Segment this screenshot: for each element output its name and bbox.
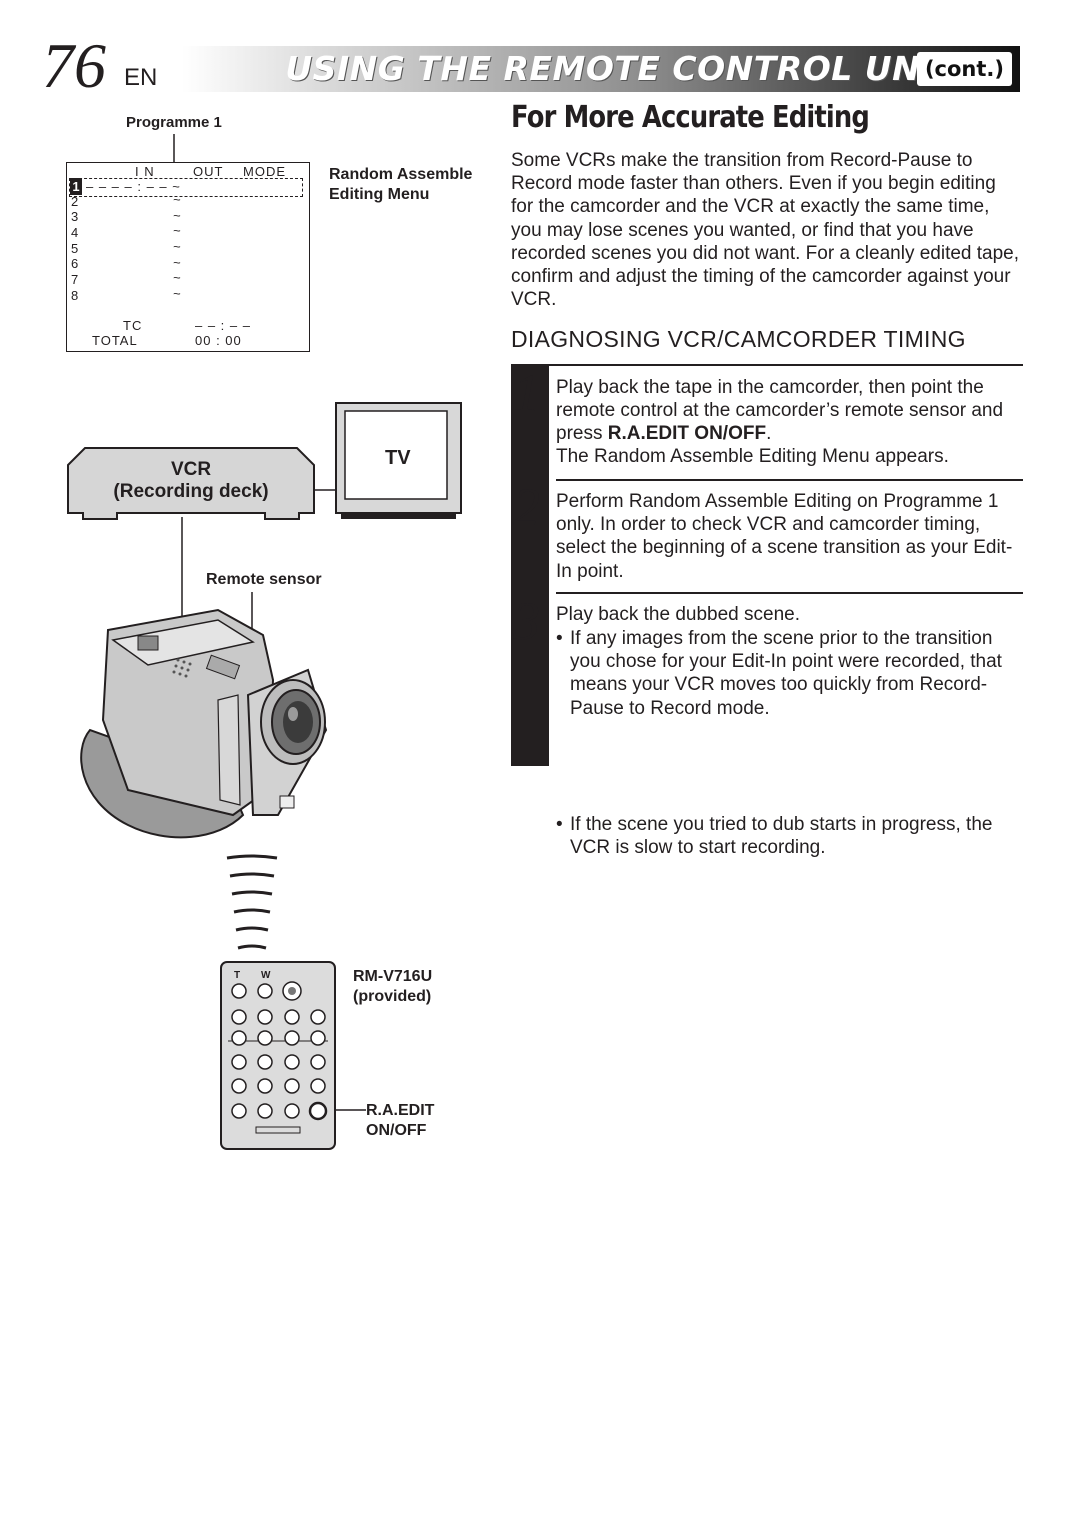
menu-row-number: 6: [71, 256, 79, 271]
random-assemble-editing-menu-screen: I N OUT MODE 1 – – – – : – – ~ 2 3 4 5 6…: [66, 162, 310, 352]
menu-tilde: ~: [173, 271, 181, 286]
step-3-text: Play back the dubbed scene.: [556, 604, 801, 625]
menu-row-number: 8: [71, 288, 79, 303]
step-3-bullet: If any images from the scene prior to th…: [556, 627, 1026, 720]
menu-tilde: ~: [173, 256, 181, 271]
subheading: DIAGNOSING VCR/CAMCORDER TIMING: [511, 326, 966, 352]
raedit-label-line2: ON/OFF: [366, 1122, 427, 1139]
steps-side-bar: [511, 366, 549, 766]
step-rule: [556, 592, 1023, 594]
remote-provided-label: (provided): [353, 988, 432, 1005]
remote-sensor-label: Remote sensor: [206, 571, 322, 588]
menu-tilde: ~: [173, 224, 181, 239]
section-heading: For More Accurate Editing: [511, 100, 870, 135]
menu-tc-value: – – : – –: [195, 318, 251, 333]
step-2-number: 2: [513, 477, 540, 537]
page-title-cont: (cont.): [916, 52, 1012, 86]
menu-tilde: ~: [173, 209, 181, 224]
tv-label: TV: [385, 447, 411, 469]
infrared-signal-waves: [226, 854, 278, 950]
menu-selected-row: 1 – – – – : – – ~: [69, 178, 303, 197]
raedit-button-reference: R.A.EDIT ON/OFF: [607, 423, 767, 445]
step-rule: [556, 479, 1023, 481]
subheading-rule: [511, 364, 1023, 366]
remote-button-label-w: W: [261, 970, 271, 981]
step-3-bullet: If the scene you tried to dub starts in …: [556, 813, 1026, 859]
programme-label: Programme 1: [126, 114, 222, 131]
menu-row1-values: – – – – : – – ~: [86, 179, 181, 194]
camcorder-illustration: [80, 608, 328, 839]
menu-total-label: TOTAL: [92, 333, 138, 348]
tv-set: TV: [335, 402, 462, 519]
menu-tc-label: TC: [123, 318, 143, 333]
menu-total-value: 00 : 00: [195, 333, 242, 348]
vcr-deck: VCR (Recording deck): [67, 447, 315, 520]
menu-row-number-selected: 1: [70, 178, 82, 195]
menu-row-number: 3: [71, 209, 79, 224]
menu-label-line2: Editing Menu: [329, 186, 430, 203]
menu-tilde: ~: [173, 193, 181, 208]
step-2-text: Perform Random Assemble Editing on Progr…: [556, 491, 1013, 582]
remote-control-illustration: T W: [220, 961, 336, 1150]
raedit-label-line1: R.A.EDIT: [366, 1102, 435, 1119]
menu-row-number: 2: [71, 194, 79, 209]
page-number: 76: [42, 30, 106, 101]
vcr-sublabel: (Recording deck): [113, 481, 269, 502]
menu-row-number: 5: [71, 241, 79, 256]
remote-control-body: [220, 961, 336, 1150]
page-title: USING THE REMOTE CONTROL UNIT: [285, 49, 956, 88]
step-1-text-b: .: [766, 423, 772, 445]
remote-button-label-t: T: [234, 970, 241, 981]
menu-tilde: ~: [173, 287, 181, 302]
menu-col-in: I N: [135, 164, 155, 179]
menu-col-mode: MODE: [243, 164, 286, 179]
step-1-text: Play back the tape in the camcorder, the…: [556, 376, 1024, 446]
menu-tilde: ~: [173, 240, 181, 255]
intro-paragraph: Some VCRs make the transition from Recor…: [511, 150, 1020, 311]
step-3-number: 3: [513, 591, 540, 651]
step-1-text-a: Play back the tape in the camcorder, the…: [556, 377, 1004, 445]
menu-col-out: OUT: [193, 164, 224, 179]
vcr-outline: [67, 447, 315, 520]
menu-row-number: 7: [71, 272, 79, 287]
remote-model-label: RM-V716U: [353, 968, 433, 985]
menu-row-number: 4: [71, 225, 79, 240]
step-1-note: The Random Assemble Editing Menu appears…: [556, 446, 949, 467]
title-banner: USING THE REMOTE CONTROL UNIT (cont.): [182, 46, 1020, 92]
menu-label-line1: Random Assemble: [329, 166, 473, 183]
page-language-suffix: EN: [124, 64, 158, 91]
vcr-label: VCR: [170, 459, 212, 480]
tv-outline: [335, 402, 462, 519]
step-1-number: 1: [513, 363, 540, 423]
